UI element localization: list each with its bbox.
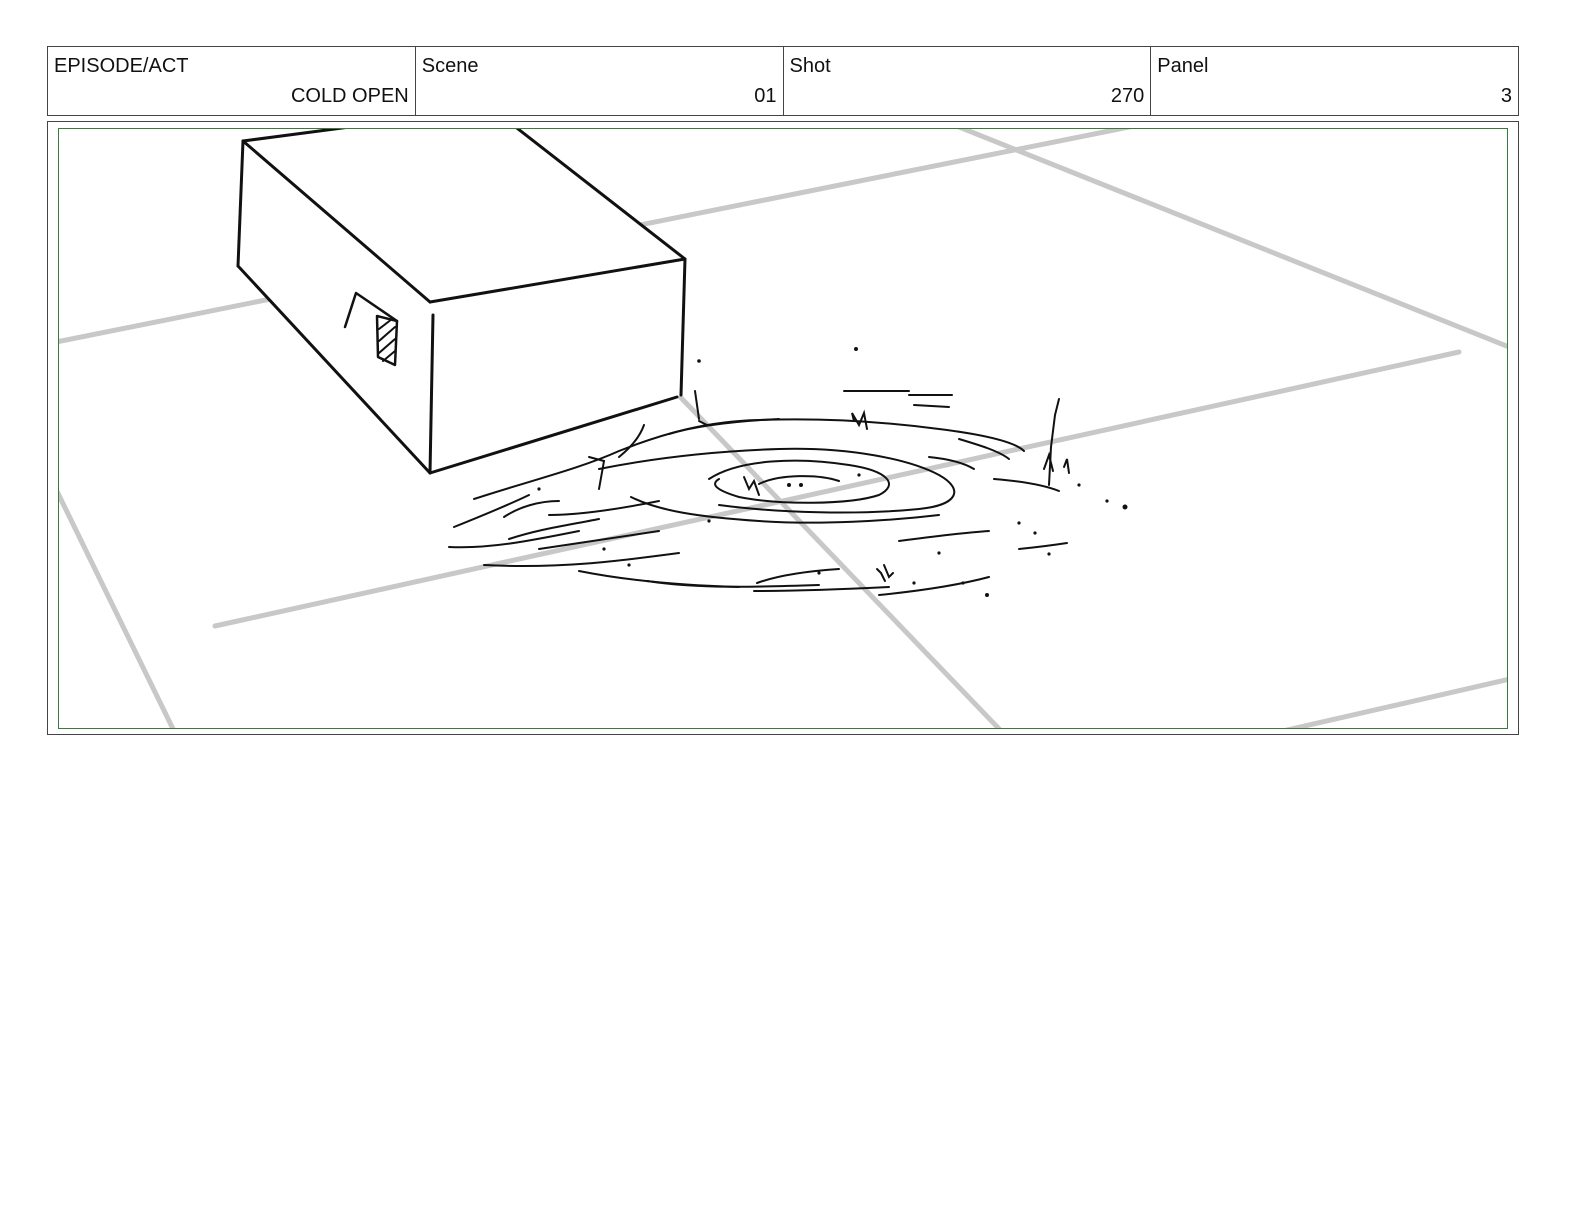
scene-cell: Scene 01 xyxy=(416,47,784,115)
shot-value: 270 xyxy=(1110,85,1145,107)
episode-label: EPISODE/ACT xyxy=(54,55,189,77)
episode-value: COLD OPEN xyxy=(290,85,409,107)
panel-info-header: EPISODE/ACT COLD OPEN Scene 01 Shot 270 … xyxy=(47,46,1519,116)
box-sketch xyxy=(236,129,687,475)
panel-label: Panel xyxy=(1157,55,1209,77)
scene-value: 01 xyxy=(754,85,777,107)
floor-grid-lines xyxy=(59,129,1507,728)
puddle-splash-sketch xyxy=(448,390,1070,596)
panel-value: 3 xyxy=(1500,85,1512,107)
shot-cell: Shot 270 xyxy=(784,47,1152,115)
shot-label: Shot xyxy=(789,55,831,77)
scene-label: Scene xyxy=(421,55,479,77)
sketch-canvas xyxy=(59,129,1507,728)
episode-cell: EPISODE/ACT COLD OPEN xyxy=(48,47,416,115)
storyboard-panel-drawing xyxy=(58,128,1508,729)
splash-droplets xyxy=(537,347,1128,597)
panel-cell: Panel 3 xyxy=(1151,47,1518,115)
